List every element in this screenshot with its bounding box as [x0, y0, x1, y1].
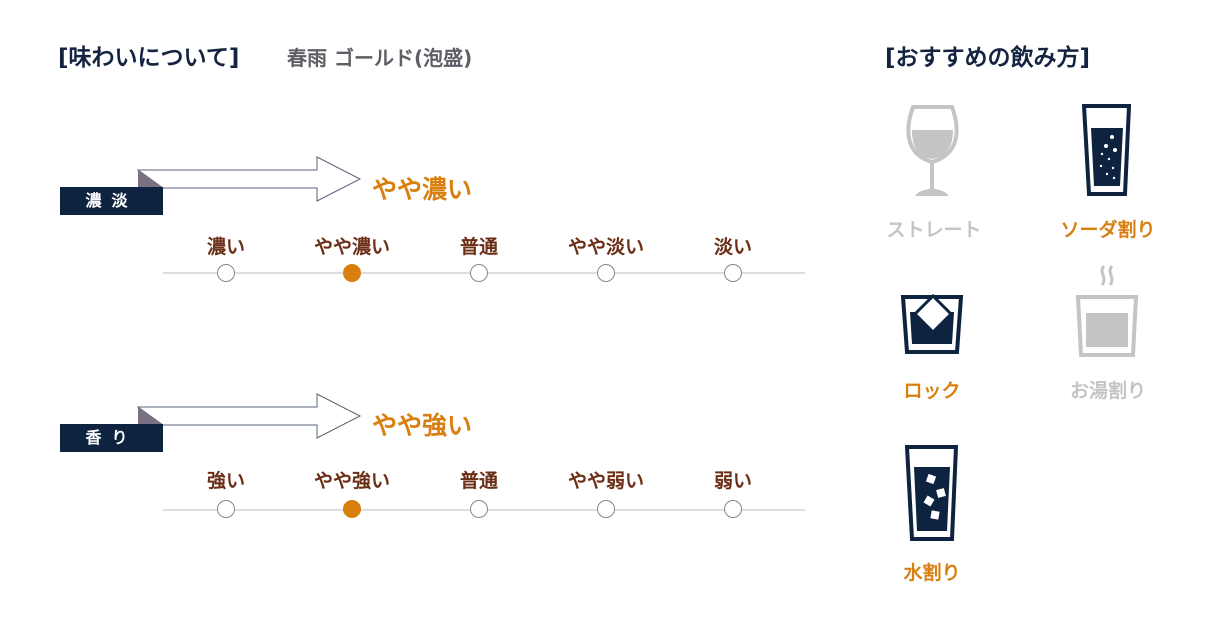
- scale-dot-selected: [343, 500, 361, 518]
- scale-dot: [724, 264, 742, 282]
- scale-dot: [470, 264, 488, 282]
- scale-label: やや強い: [313, 470, 391, 492]
- taste-tag-body: 濃淡: [60, 187, 163, 215]
- scale-label: 強い: [206, 470, 246, 492]
- arrow-icon: [137, 156, 362, 202]
- recommend-title: [おすすめの飲み方]: [885, 45, 1091, 71]
- scale-dot: [597, 500, 615, 518]
- taste-result-body: やや濃い: [372, 175, 473, 204]
- scale-label: 淡い: [713, 236, 753, 258]
- hot-water-cup-icon: [1075, 265, 1139, 357]
- scale-label: やや淡い: [567, 236, 645, 258]
- taste-tag-aroma: 香り: [60, 424, 163, 452]
- serve-label-straight: ストレート: [886, 219, 982, 241]
- scale-label: 弱い: [713, 470, 753, 492]
- water-glass-icon: [905, 445, 959, 541]
- scale-dot-selected: [343, 264, 361, 282]
- serve-label-water: 水割り: [903, 562, 961, 584]
- rock-glass-icon: [900, 294, 964, 354]
- taste-result-aroma: やや強い: [372, 411, 473, 440]
- scale-dot: [597, 264, 615, 282]
- scale-label: 濃い: [206, 236, 246, 258]
- scale-dot: [217, 500, 235, 518]
- serve-label-hot-water: お湯割り: [1069, 380, 1147, 402]
- arrow-icon: [137, 393, 362, 439]
- scale-label: やや濃い: [313, 236, 391, 258]
- scale-dot: [217, 264, 235, 282]
- soda-glass-icon: [1082, 104, 1132, 196]
- scale-label: 普通: [459, 470, 499, 492]
- section-title: [味わいについて]: [58, 45, 240, 71]
- product-name: 春雨 ゴールド(泡盛): [287, 46, 473, 70]
- scale-label: やや弱い: [567, 470, 645, 492]
- scale-label: 普通: [459, 236, 499, 258]
- scale-dot: [724, 500, 742, 518]
- wine-glass-icon: [906, 105, 959, 196]
- serve-label-soda: ソーダ割り: [1060, 219, 1156, 241]
- scale-dot: [470, 500, 488, 518]
- serve-label-rock: ロック: [903, 380, 961, 402]
